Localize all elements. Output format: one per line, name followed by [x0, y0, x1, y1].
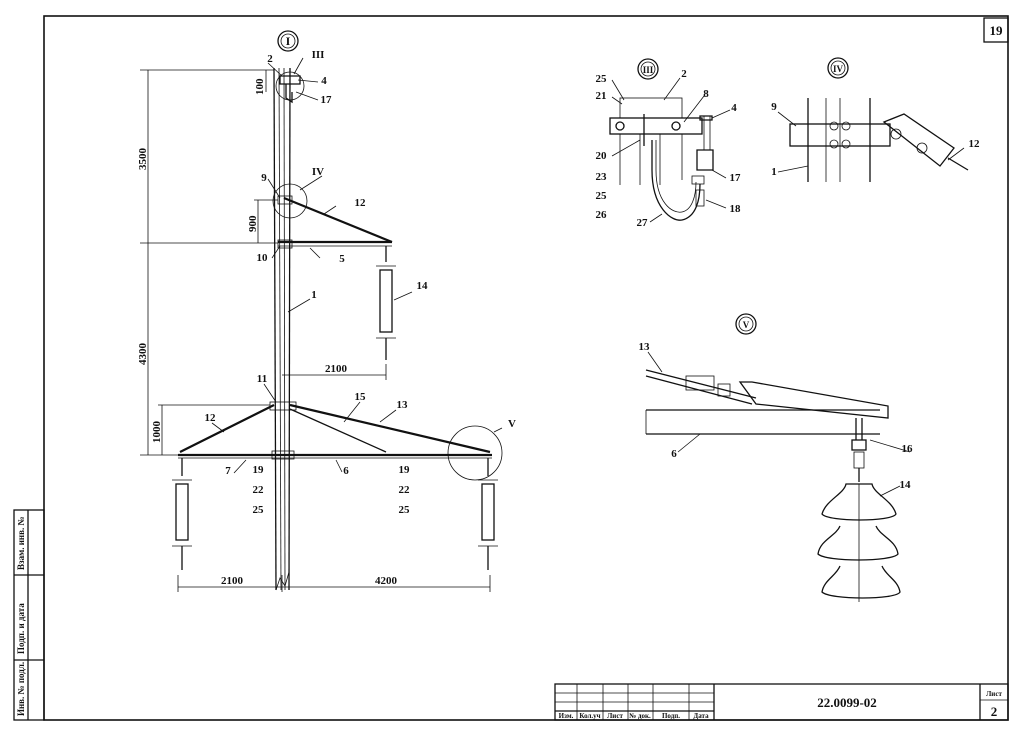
title-col-kol: Кол.уч [579, 712, 600, 720]
III-label-4: 4 [731, 102, 737, 114]
detail-III-title: III [643, 65, 654, 75]
sheet-number: 2 [991, 704, 998, 719]
V-label-13: 13 [639, 341, 651, 353]
dimension-lines [140, 69, 491, 592]
V-label-14: 14 [900, 479, 912, 491]
III-label-25-b: 25 [596, 190, 608, 202]
document-code: 22.0099-02 [817, 695, 877, 710]
main-callout-IV: IV [312, 166, 324, 178]
dim-1000: 1000 [151, 421, 163, 444]
lower-traverse [178, 401, 503, 481]
III-label-20: 20 [596, 150, 608, 162]
dim-2100-bottom: 2100 [221, 575, 244, 587]
main-callout-V: V [508, 418, 516, 430]
dim-4200: 4200 [375, 575, 398, 587]
detail-III: III 25 21 2 8 4 20 23 25 26 [596, 58, 742, 229]
main-label-19-a: 19 [253, 464, 265, 476]
sheet-frame: 19 [43, 15, 1009, 721]
main-callout-III: III [312, 49, 325, 61]
main-label-2: 2 [267, 53, 273, 65]
main-label-22-b: 22 [399, 484, 411, 496]
callout-I: I [286, 34, 291, 48]
main-label-22-a: 22 [253, 484, 265, 496]
side-stamp-inventory: Инв. № подл. [16, 662, 26, 716]
top-sheet-number: 19 [990, 23, 1004, 38]
upper-traverse [272, 183, 393, 249]
main-label-6: 6 [343, 465, 349, 477]
main-label-19-b: 19 [399, 464, 411, 476]
title-col-list: Лист [607, 712, 623, 720]
III-label-2: 2 [681, 68, 687, 80]
main-label-25-b: 25 [399, 504, 411, 516]
dim-2100-upper: 2100 [325, 363, 348, 375]
V-label-6: 6 [671, 448, 677, 460]
main-label-13: 13 [397, 399, 409, 411]
detail-IV: IV 9 12 1 [771, 57, 981, 182]
detail-IV-title: IV [833, 64, 844, 74]
dim-900: 900 [247, 215, 259, 232]
detail-V: V 13 6 16 14 [639, 313, 914, 602]
main-label-7: 7 [225, 465, 231, 477]
insulator-string [817, 483, 901, 602]
V-label-16: 16 [902, 443, 914, 455]
main-label-12-lower: 12 [205, 412, 217, 424]
title-block: Изм. Кол.уч Лист № док. Подп. Дата 22.00… [554, 683, 1009, 721]
III-label-18: 18 [730, 203, 742, 215]
IV-label-1: 1 [771, 166, 777, 178]
side-stamp: Взам. инв. № Подп. и дата Инв. № подл. [13, 509, 45, 721]
right-insulator [478, 458, 498, 570]
main-label-15: 15 [355, 391, 367, 403]
III-label-26: 26 [596, 209, 608, 221]
III-label-8: 8 [703, 88, 709, 100]
upper-insulator [376, 246, 396, 360]
title-col-date: Дата [693, 712, 709, 720]
main-label-17: 17 [321, 94, 333, 106]
main-label-25-a: 25 [253, 504, 265, 516]
III-label-27: 27 [637, 217, 649, 229]
title-col-doc: № док. [628, 712, 651, 720]
dim-3500: 3500 [137, 148, 149, 171]
main-label-1: 1 [311, 289, 317, 301]
side-stamp-signdate: Подп. и дата [16, 603, 26, 654]
title-col-sign: Подп. [662, 712, 680, 720]
III-label-21: 21 [596, 90, 607, 102]
main-label-4: 4 [321, 75, 327, 87]
main-view: I [137, 30, 516, 592]
dim-4300: 4300 [137, 343, 149, 366]
main-label-12-upper: 12 [355, 197, 367, 209]
IV-label-9: 9 [771, 101, 777, 113]
dim-100: 100 [254, 78, 266, 95]
leader-lines [211, 57, 503, 474]
main-label-5: 5 [339, 253, 345, 265]
III-label-23: 23 [596, 171, 608, 183]
main-label-14: 14 [417, 280, 429, 292]
main-label-10: 10 [257, 252, 269, 264]
main-label-9: 9 [261, 172, 267, 184]
title-col-izm: Изм. [559, 712, 574, 720]
sheet-label: Лист [986, 690, 1002, 698]
side-stamp-replace: Взам. инв. № [16, 516, 26, 570]
III-label-25-a: 25 [596, 73, 608, 85]
III-label-17: 17 [730, 172, 742, 184]
left-insulator [172, 458, 192, 570]
IV-label-12: 12 [969, 138, 981, 150]
pole [273, 67, 291, 591]
detail-V-title: V [743, 320, 750, 330]
main-label-11: 11 [257, 373, 267, 385]
